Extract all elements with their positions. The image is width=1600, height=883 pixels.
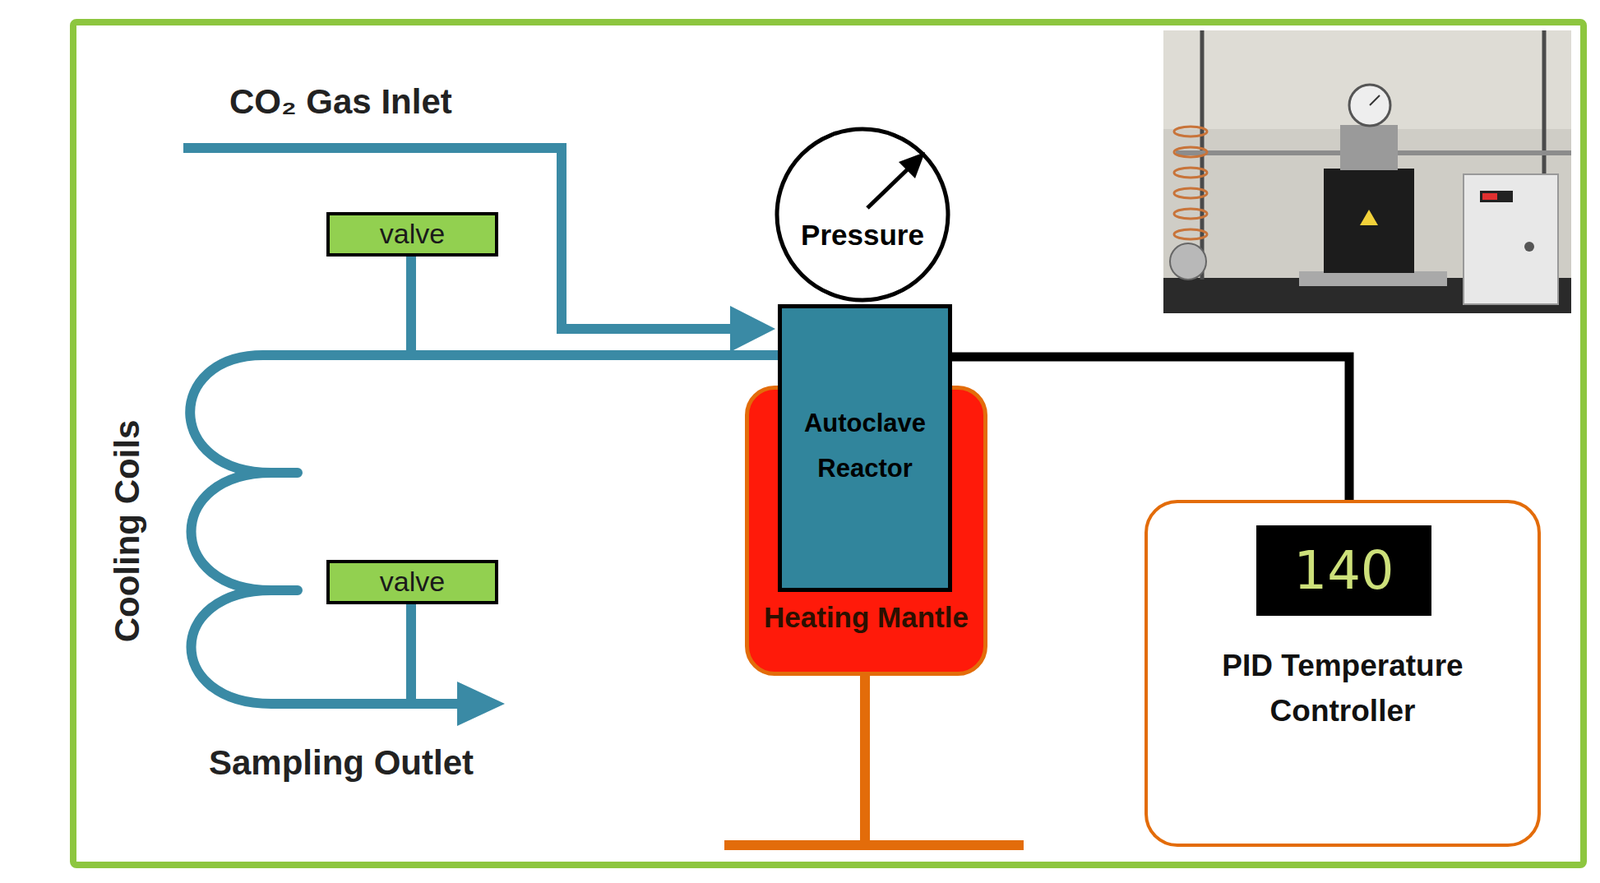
temperature-display: 140 [1256,525,1432,616]
valve-stem [406,251,417,356]
valve-box: valve [326,212,499,257]
reactor-box: Autoclave Reactor [777,304,953,592]
valve-stem [406,599,417,704]
inlet-label: CO₂ Gas Inlet [229,82,453,122]
gauge-label: Pressure [800,217,925,253]
pressure-gauge: Pressure [773,125,952,304]
temperature-controller: PID Temperature Controller 140 [1144,499,1541,847]
gas-inlet-arrowhead [730,305,776,352]
valve-label: valve [379,566,445,597]
cooling-coil-pipe [189,355,778,704]
reactor-label: Autoclave Reactor [784,400,946,491]
frame-border [73,22,1584,865]
photo-inset [1163,30,1572,314]
outlet-label: Sampling Outlet [208,743,474,783]
valve-box: valve [326,559,499,605]
valve-label: valve [379,218,445,250]
display-value: 140 [1293,544,1394,597]
stand-base [724,840,1024,851]
coil-label: Cooling Coils [107,420,148,643]
pressure-gauge-outline [773,125,952,304]
mantle-label: Heating Mantle [763,595,969,639]
gas-inlet-pipe [183,147,734,329]
signal-wire [952,356,1350,500]
stand-post [860,672,870,846]
sampling-arrowhead [457,681,505,727]
controller-label: PID Temperature Controller [1186,642,1499,734]
